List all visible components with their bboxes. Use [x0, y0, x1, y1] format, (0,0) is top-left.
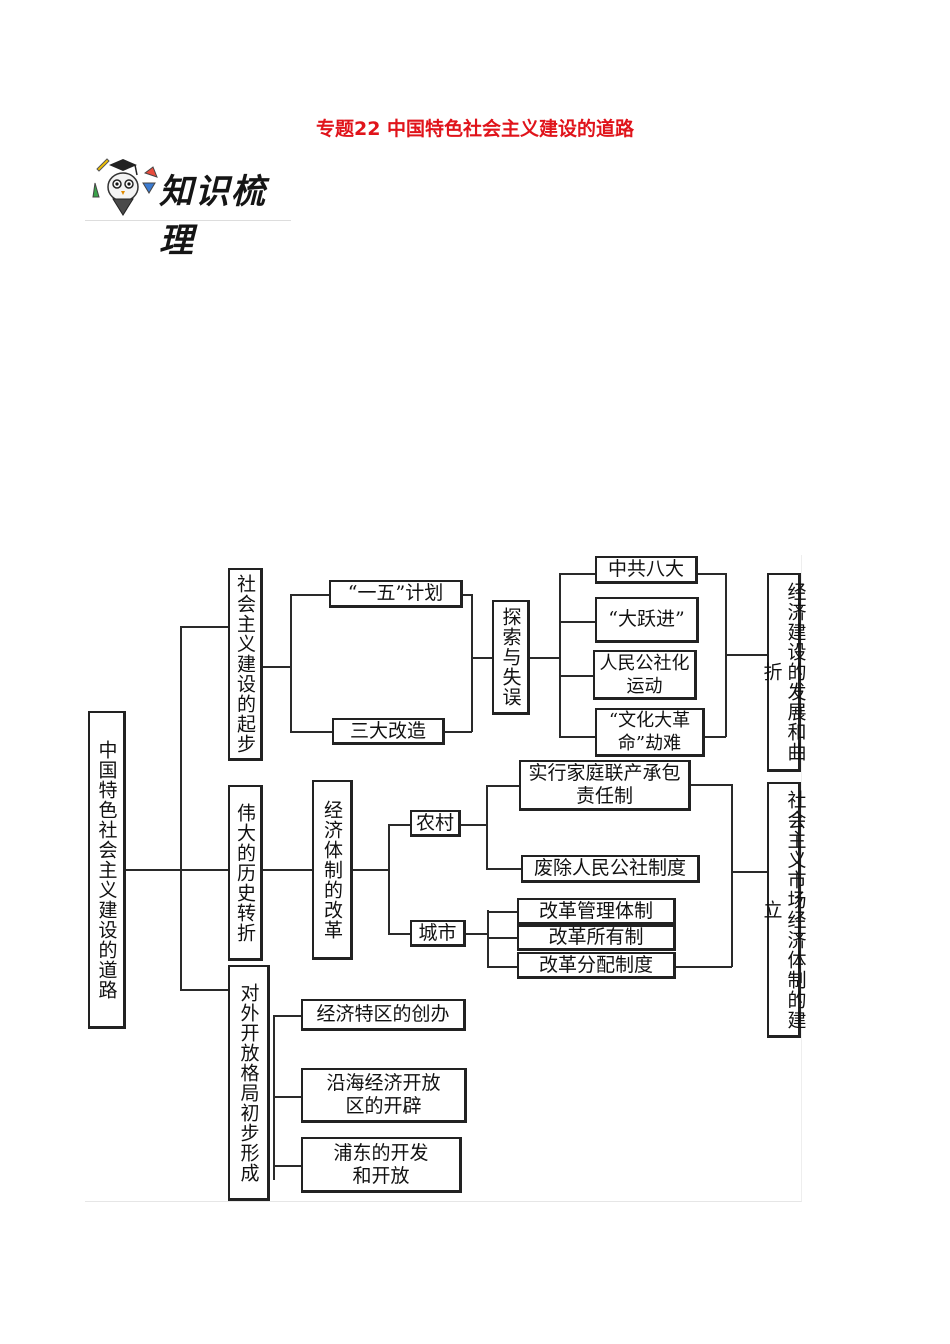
result-node-eighth-congress: 中共八大	[595, 556, 698, 584]
reform-node: 经济体制的改革	[312, 780, 353, 960]
banner-lettering: 知识梳理	[159, 172, 267, 261]
result-node-great-leap: “大跃进”	[595, 597, 699, 643]
urban-item-management: 改革管理体制	[517, 898, 676, 925]
rural-item-responsibility: 实行家庭联产承包责任制	[519, 760, 691, 811]
explore-node: 探索与失误	[492, 600, 530, 715]
rural-item-abolish-communes: 废除人民公社制度	[521, 855, 700, 883]
branch1-node: 社会主义建设的起步	[228, 568, 263, 761]
branch3-node: 对外开放格局初步形成	[228, 965, 270, 1201]
three-reforms-node: 三大改造	[332, 718, 445, 745]
urban-node: 城市	[410, 920, 466, 947]
cartoon-student-icon	[92, 158, 158, 216]
open-item-pudong: 浦东的开发和开放	[301, 1137, 462, 1193]
result-node-communes: 人民公社化运动	[593, 650, 697, 700]
page-title: 专题22 中国特色社会主义建设的道路	[315, 118, 635, 140]
result-node-cultural-revolution: “文化大革命”劫难	[595, 708, 705, 757]
branch1-summary-node: 经济建设的发展和曲折	[761, 573, 807, 772]
knowledge-banner: 知识梳理	[85, 152, 291, 261]
urban-item-ownership: 改革所有制	[517, 925, 676, 951]
branch2-summary-node: 社会主义市场经济体制的建立	[761, 782, 807, 1038]
open-item-sez: 经济特区的创办	[301, 999, 466, 1031]
root-node: 中国特色社会主义建设的道路	[88, 711, 126, 1029]
rural-node: 农村	[410, 810, 461, 837]
open-item-coastal: 沿海经济开放区的开辟	[301, 1068, 467, 1123]
plan-node: “一五”计划	[329, 580, 463, 608]
urban-item-distribution: 改革分配制度	[517, 952, 676, 979]
branch2-node: 伟大的历史转折	[228, 785, 263, 961]
concept-map: 中国特色社会主义建设的道路 社会主义建设的起步 “一五”计划 三大改造 探索与失…	[85, 555, 807, 1202]
